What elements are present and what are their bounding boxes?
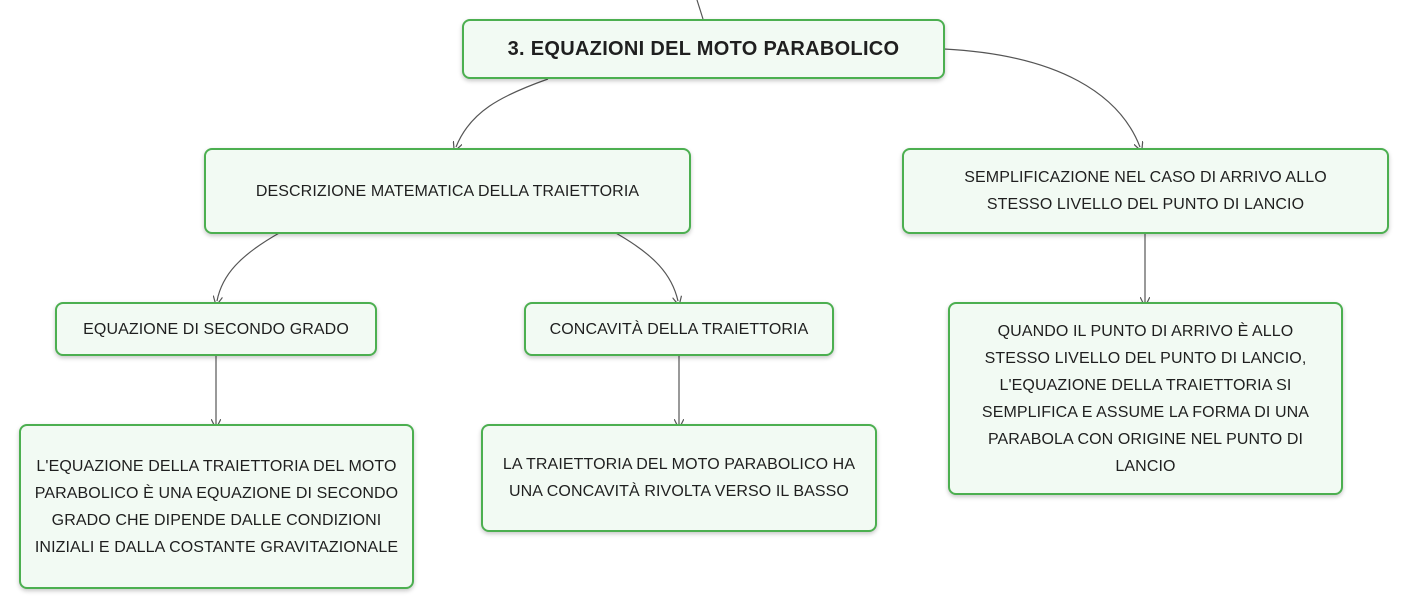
simplification-topic-node[interactable]: SEMPLIFICAZIONE NEL CASO DI ARRIVO ALLO … [902,148,1389,234]
second-degree-detail-node[interactable]: L'EQUAZIONE DELLA TRAIETTORIA DEL MOTO P… [19,424,414,589]
connector-description-concavity [613,231,678,301]
connector-root-simplification [943,48,1140,147]
simplification-detail-node[interactable]: QUANDO IL PUNTO DI ARRIVO È ALLO STESSO … [948,302,1343,495]
connector-description-second-degree [217,231,282,301]
connector-root-description [456,78,549,147]
connector-incoming [696,0,704,20]
second-degree-topic-node[interactable]: EQUAZIONE DI SECONDO GRADO [55,302,377,356]
concavity-detail-node[interactable]: LA TRAIETTORIA DEL MOTO PARABOLICO HA UN… [481,424,877,532]
root-topic-node[interactable]: 3. EQUAZIONI DEL MOTO PARABOLICO [462,19,945,79]
description-topic-node[interactable]: DESCRIZIONE MATEMATICA DELLA TRAIETTORIA [204,148,691,234]
concavity-topic-node[interactable]: CONCAVITÀ DELLA TRAIETTORIA [524,302,834,356]
